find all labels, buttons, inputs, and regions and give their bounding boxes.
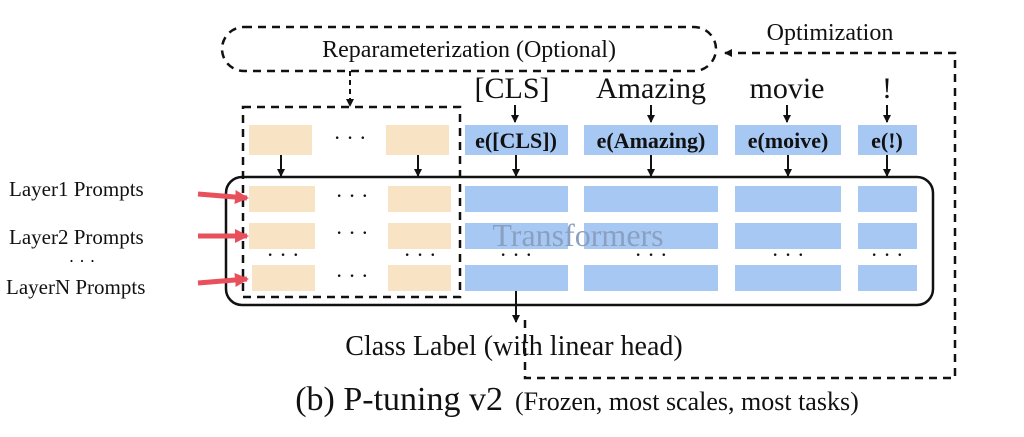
embedding-movie: e(moive) [748, 128, 829, 153]
layerN-label: LayerN Prompts [6, 275, 145, 299]
embedding-amazing: e(Amazing) [597, 128, 706, 153]
transformer-block [735, 186, 841, 212]
layer1-label: Layer1 Prompts [9, 177, 144, 201]
token-movie: movie [750, 72, 825, 105]
reparameterization-box [220, 25, 718, 73]
input-prompt-block-2 [386, 125, 449, 155]
prompt-block [249, 223, 315, 249]
prompt-row3-ellipsis: · · · [336, 263, 369, 288]
input-prompt-ellipsis: · · · [334, 125, 367, 150]
layer-prompt-blocks [249, 186, 451, 291]
reparameterization-label: Reparameterization (Optional) [322, 37, 616, 63]
embedding-box-movie [735, 125, 841, 155]
transformer-block [735, 223, 841, 249]
caption-detail: (Frozen, most scales, most tasks) [515, 387, 859, 416]
token-cls: [CLS] [475, 72, 550, 105]
transformer-block [584, 186, 718, 212]
transformers-label: Transformers [492, 217, 663, 253]
layer1-arrow [197, 190, 249, 205]
optimization-label: Optimization [767, 20, 894, 46]
prompt-row2-ellipsis: · · · [336, 220, 369, 245]
caption: (b) P-tuning v2 (Frozen, most scales, mo… [295, 381, 859, 418]
prompt-block [252, 265, 315, 291]
transformer-block [584, 265, 718, 291]
transformer-block [584, 223, 718, 249]
transformer-block [465, 186, 568, 212]
layer-ellipsis: · · · [69, 251, 96, 271]
prompt-col2-ellipsis: · · · [404, 242, 437, 267]
prompt-block [388, 223, 451, 249]
prompt-block [388, 265, 451, 291]
token-col4-ellipsis: · · · [871, 242, 904, 267]
transformer-block [858, 265, 917, 291]
embedding-box-cls [465, 125, 568, 155]
token-exclamation: ! [882, 72, 892, 105]
transformer-token-blocks [465, 186, 917, 291]
token-col2-ellipsis: · · · [635, 242, 668, 267]
prompt-block [388, 186, 451, 212]
token-col1-ellipsis: · · · [500, 242, 533, 267]
caption-main: (b) P-tuning v2 [295, 381, 503, 418]
prompt-col1-ellipsis: · · · [267, 242, 300, 267]
transformers-container [224, 175, 935, 307]
embedding-cls: e([CLS]) [475, 128, 557, 153]
embedding-box-exclamation [858, 125, 917, 155]
prompt-block [249, 186, 315, 212]
transformer-block [465, 223, 568, 249]
token-amazing: Amazing [596, 72, 706, 105]
prompt-row1-ellipsis: · · · [336, 183, 369, 208]
optimization-loop [523, 49, 957, 380]
embedding-box-amazing [584, 125, 718, 155]
layerN-arrow [197, 272, 249, 287]
layer2-label: Layer2 Prompts [9, 225, 144, 249]
transformer-block [858, 223, 917, 249]
transformer-block [858, 186, 917, 212]
token-col3-ellipsis: · · · [772, 242, 805, 267]
input-prompt-block-1 [249, 125, 312, 155]
embedding-exclamation: e(!) [871, 128, 903, 153]
transformer-block [735, 265, 841, 291]
class-label: Class Label (with linear head) [345, 331, 682, 362]
transformer-block [465, 265, 568, 291]
